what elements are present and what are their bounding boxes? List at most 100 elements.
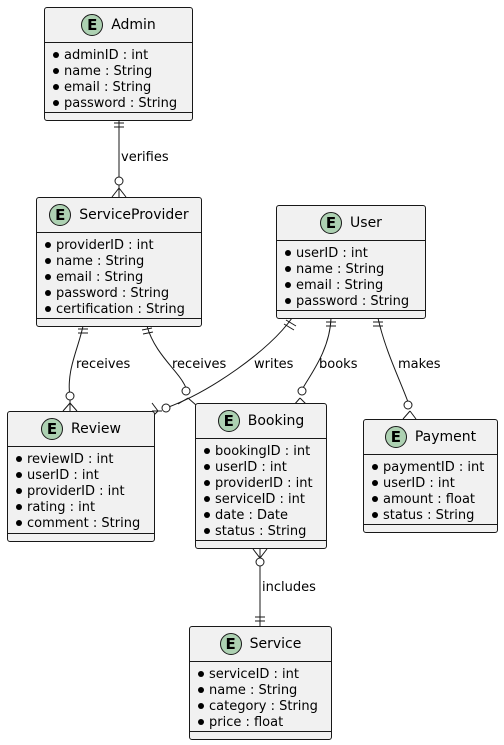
entity-badge-icon: E	[219, 633, 242, 655]
bullet-icon	[45, 306, 51, 312]
attribute: certification : String	[45, 301, 201, 317]
attribute-list: bookingID : int userID : int providerID …	[196, 439, 326, 539]
bullet-icon	[198, 687, 204, 693]
attribute: providerID : int	[16, 483, 154, 499]
bullet-icon	[198, 719, 204, 725]
entity-name: Payment	[414, 429, 477, 445]
edge-writes	[151, 317, 297, 418]
entity-divider	[190, 731, 331, 732]
bullet-icon	[45, 290, 51, 296]
entity-name: Admin	[111, 17, 156, 33]
attribute-text: serviceID : int	[209, 666, 300, 682]
attribute-list: paymentID : int userID : int amount : fl…	[364, 455, 497, 523]
entity-service-provider: E ServiceProvider providerID : int name …	[36, 197, 202, 327]
label-verifies: verifies	[121, 150, 169, 165]
attribute-list: userID : int name : String email : Strin…	[277, 241, 425, 309]
bullet-icon	[53, 100, 59, 106]
entity-name: Review	[71, 421, 121, 437]
attribute-text: providerID : int	[215, 475, 313, 491]
entity-divider	[196, 540, 326, 541]
bullet-icon	[285, 266, 291, 272]
attribute: password : String	[45, 285, 201, 301]
attribute-text: email : String	[56, 269, 144, 285]
bullet-icon	[372, 496, 378, 502]
bullet-icon	[53, 68, 59, 74]
attribute-text: date : Date	[215, 507, 289, 523]
bullet-icon	[285, 282, 291, 288]
attribute-text: serviceID : int	[215, 491, 306, 507]
entity-header: E Service	[190, 627, 331, 662]
attribute: email : String	[285, 277, 425, 293]
entity-divider	[277, 310, 425, 311]
attribute-text: reviewID : int	[27, 451, 114, 467]
bullet-icon	[45, 242, 51, 248]
attribute-text: userID : int	[27, 467, 99, 483]
attribute-text: password : String	[64, 95, 178, 111]
attribute: date : Date	[204, 507, 326, 523]
entity-divider	[8, 533, 154, 534]
edge-verifies	[111, 120, 127, 198]
label-receives-booking: receives	[172, 357, 227, 372]
attribute-text: password : String	[296, 293, 410, 309]
entity-header: E Booking	[196, 404, 326, 439]
attribute-list: reviewID : int userID : int providerID :…	[8, 447, 154, 531]
attribute: providerID : int	[204, 475, 326, 491]
entity-name: User	[350, 215, 382, 231]
attribute: userID : int	[16, 467, 154, 483]
edge-includes	[252, 548, 268, 627]
edge-makes	[373, 317, 417, 420]
attribute-text: amount : float	[383, 491, 476, 507]
edge-books	[293, 317, 336, 406]
attribute-text: comment : String	[27, 515, 141, 531]
entity-header: E Review	[8, 412, 154, 447]
label-makes: makes	[398, 357, 441, 372]
entity-divider	[37, 318, 201, 319]
attribute-text: rating : int	[27, 499, 96, 515]
bullet-icon	[285, 250, 291, 256]
label-includes: includes	[262, 580, 316, 595]
attribute-list: adminID : int name : String email : Stri…	[45, 43, 192, 111]
bullet-icon	[204, 528, 210, 534]
attribute: status : String	[372, 507, 497, 523]
attribute: password : String	[53, 95, 192, 111]
bullet-icon	[45, 258, 51, 264]
bullet-icon	[53, 52, 59, 58]
attribute: password : String	[285, 293, 425, 309]
bullet-icon	[204, 496, 210, 502]
bullet-icon	[372, 512, 378, 518]
entity-header: E Admin	[45, 8, 192, 43]
attribute-text: status : String	[383, 507, 475, 523]
bullet-icon	[16, 504, 22, 510]
attribute: comment : String	[16, 515, 154, 531]
attribute: bookingID : int	[204, 443, 326, 459]
entity-name: Service	[249, 636, 302, 652]
entity-header: E Payment	[364, 420, 497, 455]
bullet-icon	[198, 671, 204, 677]
entity-divider	[45, 112, 192, 113]
attribute: rating : int	[16, 499, 154, 515]
entity-badge-icon: E	[384, 426, 407, 448]
attribute-text: providerID : int	[27, 483, 125, 499]
bullet-icon	[16, 456, 22, 462]
entity-badge-icon: E	[41, 418, 64, 440]
attribute: name : String	[285, 261, 425, 277]
attribute-text: category : String	[209, 698, 318, 714]
attribute-text: name : String	[56, 253, 145, 269]
attribute-text: providerID : int	[56, 237, 154, 253]
entity-user: E User userID : int name : String email …	[276, 205, 426, 319]
bullet-icon	[372, 464, 378, 470]
attribute-text: bookingID : int	[215, 443, 311, 459]
bullet-icon	[198, 703, 204, 709]
attribute: email : String	[53, 79, 192, 95]
attribute-text: status : String	[215, 523, 307, 539]
label-writes: writes	[254, 357, 294, 372]
attribute-text: paymentID : int	[383, 459, 485, 475]
label-receives-review: receives	[76, 357, 131, 372]
edge-receives-review	[62, 325, 88, 412]
attribute: userID : int	[372, 475, 497, 491]
bullet-icon	[372, 480, 378, 486]
entity-header: E User	[277, 206, 425, 241]
bullet-icon	[285, 298, 291, 304]
entity-badge-icon: E	[49, 204, 72, 226]
attribute: name : String	[45, 253, 201, 269]
